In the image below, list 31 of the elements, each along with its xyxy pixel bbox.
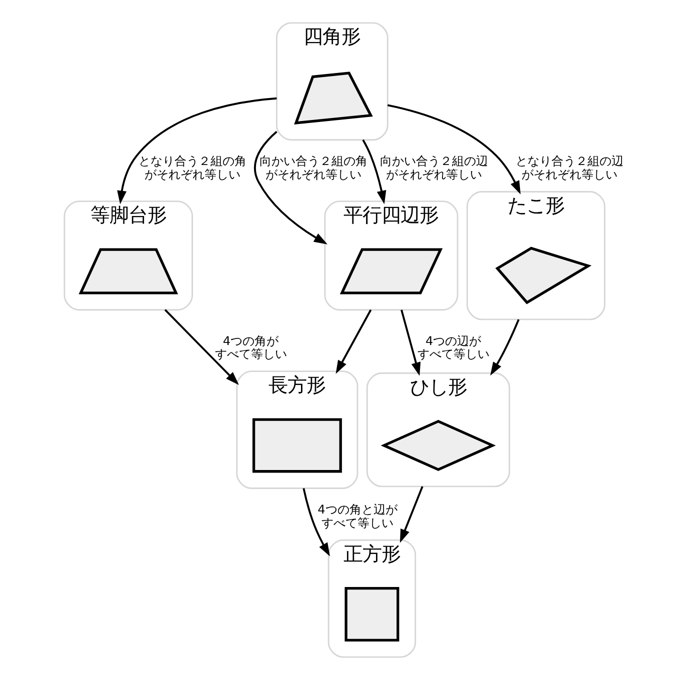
edge-label: 4つの辺がすべて等しい — [417, 334, 490, 362]
arrow — [117, 97, 277, 204]
arrow — [302, 488, 330, 556]
edge-label: 4つの角と辺がすべて等しい — [318, 502, 398, 530]
node-quadrilateral — [294, 72, 373, 125]
node-square — [344, 587, 400, 642]
node-trapezoid — [78, 248, 178, 294]
arrow — [400, 310, 421, 376]
cluster: 四角形 — [276, 22, 388, 141]
node-diamond — [380, 420, 496, 472]
arrow — [490, 319, 520, 376]
edge-label: 向かい合う２組の角がそれぞれ等しい — [259, 154, 368, 182]
node-kite — [495, 246, 592, 304]
arrow — [387, 104, 521, 194]
cluster: 等脚台形 — [64, 200, 193, 311]
edge-label: 4つの角がすべて等しい — [214, 334, 287, 362]
cluster: 正方形 — [328, 539, 416, 658]
edge-label: 向かい合う２組の辺がそれぞれ等しい — [380, 154, 488, 182]
node-parallelogram — [340, 248, 443, 294]
cluster: ひし形 — [366, 372, 510, 488]
cluster: たこ形 — [466, 191, 606, 320]
cluster: 長方形 — [236, 370, 358, 489]
cluster: 平行四辺形 — [324, 200, 458, 311]
arrow — [164, 309, 239, 385]
edge-label: となり合う２組の辺がそれぞれ等しい — [516, 154, 624, 182]
node-rectangle — [252, 418, 342, 473]
edge-label: となり合う２組の角がそれぞれ等しい — [138, 154, 246, 182]
arrow — [336, 309, 372, 374]
arrow — [254, 130, 328, 244]
arrow — [400, 486, 424, 543]
arrow — [362, 139, 386, 204]
